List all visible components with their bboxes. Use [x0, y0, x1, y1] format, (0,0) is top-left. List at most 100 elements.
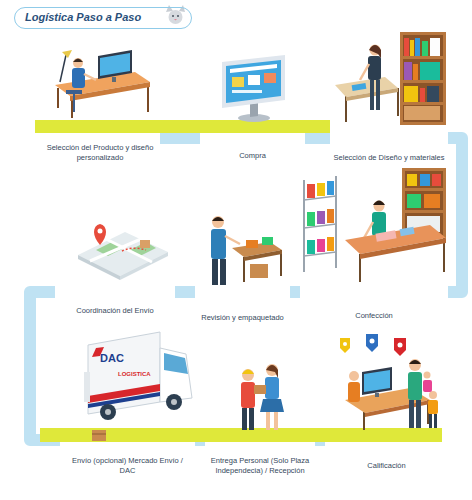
packing-illustration-part: [211, 229, 226, 259]
desk-illustration-part: [73, 59, 83, 63]
van-illustration-part: [92, 434, 106, 435]
van-illustration-part: [160, 348, 192, 402]
workshop-illustration-part: [317, 211, 325, 224]
workshop-illustration-part: [407, 194, 421, 208]
step-caption: Entrega Personal (Solo Plaza Independeci…: [205, 456, 315, 475]
design-illustration-part-part: [420, 62, 440, 80]
road-connector: [160, 132, 200, 144]
delivery-illustration-part: [242, 408, 247, 430]
delivery-illustration-part: [249, 408, 254, 430]
workshop-illustration-part: [335, 176, 337, 268]
workshop-illustration-part: [303, 180, 305, 272]
rating-illustration-part: [423, 380, 432, 392]
workshop-illustration-part: [307, 240, 315, 254]
cat-icon-part: [177, 15, 179, 17]
cat-icon-part: [169, 10, 183, 24]
lime-bar: [35, 120, 442, 442]
rating-illustration-part: [408, 372, 422, 400]
design-illustration-part: [403, 80, 443, 83]
desk-illustration-part: [71, 98, 73, 118]
workshop-illustration-part: [375, 230, 396, 241]
monitor-illustration: [222, 55, 285, 122]
delivery-illustration-part: [266, 365, 278, 378]
step-node: Coordinación del Envío: [55, 215, 175, 315]
map-illustration-part: [140, 240, 150, 248]
van-text: DAC: [100, 352, 124, 364]
rating-illustration-part: [362, 367, 392, 395]
design-illustration-part-part: [420, 88, 425, 102]
packing-illustration-part: [212, 216, 224, 228]
step-caption: Revisión y empaquetado: [199, 313, 286, 322]
delivery-illustration-part: [265, 377, 279, 399]
rating-illustration-part: [366, 334, 378, 352]
monitor-illustration-part: [232, 90, 262, 93]
packing-illustration-part: [244, 250, 282, 261]
rating-illustration-part: [416, 400, 421, 428]
delivery-illustration-part: [254, 385, 266, 394]
van-illustration-part: [105, 409, 111, 415]
van-illustration-part: [92, 430, 106, 441]
desk-illustration-part: [73, 94, 75, 112]
step-caption: Compra: [237, 151, 268, 160]
cat-icon-part: [172, 15, 174, 17]
workshop-illustration-part: [405, 210, 443, 213]
step-caption: Envío (opcional) Mercado Envío / DAC: [70, 456, 186, 475]
design-illustration-part: [368, 56, 381, 80]
design-illustration-part-part: [410, 40, 414, 56]
rating-illustration-part: [429, 414, 432, 428]
workshop-illustration-part: [360, 238, 446, 259]
workshop-illustration-part: [405, 171, 443, 235]
map-illustration: [78, 224, 168, 280]
design-illustration-part-part: [404, 86, 418, 102]
design-illustration-part-part: [404, 62, 412, 80]
packing-illustration-part: [225, 236, 240, 244]
step-node: Selección del Producto y diseño personal…: [40, 30, 160, 162]
design-illustration: [335, 32, 446, 125]
workshop-illustration-part: [307, 184, 315, 198]
rating-illustration-part: [349, 371, 359, 381]
packing-illustration-part: [212, 259, 218, 285]
rating-illustration-part: [394, 338, 406, 356]
design-illustration-part-part: [422, 41, 428, 56]
design-illustration-part: [400, 32, 446, 125]
lime-bar-part: [40, 428, 442, 442]
delivery-illustration: [241, 364, 284, 430]
desk-illustration-part: [57, 88, 59, 108]
design-illustration-part-part: [413, 64, 418, 80]
step-caption: Confección: [353, 311, 395, 320]
design-illustration-part: [360, 64, 369, 80]
rating-illustration-part: [429, 391, 437, 399]
rating-illustration-part: [428, 400, 438, 414]
design-illustration-part: [376, 80, 380, 110]
step-caption: Selección del Producto y diseño personal…: [42, 143, 158, 162]
rating-illustration-part: [340, 338, 350, 353]
workshop-illustration-part: [317, 239, 325, 252]
rating-illustration-part: [375, 393, 379, 397]
step-caption: Selección de Diseño y materiales: [332, 153, 447, 162]
packing-illustration-part: [220, 259, 226, 285]
step-node: Compra: [200, 50, 305, 160]
monitor-illustration-part: [232, 77, 244, 87]
step-node: Envío (opcional) Mercado Envío / DAC: [60, 325, 195, 475]
desk-illustration-part: [100, 53, 130, 76]
design-illustration-part-part: [430, 38, 440, 56]
road-connector: [305, 132, 330, 144]
step-node: Calificación: [325, 330, 448, 470]
van-illustration-part: [171, 399, 177, 405]
desk-illustration-part: [147, 84, 149, 112]
rating-illustration-part: [409, 359, 421, 371]
road-connector: [175, 286, 195, 298]
step-node: Confección: [300, 165, 448, 320]
van-illustration-part: [84, 372, 90, 402]
monitor-illustration-part: [248, 75, 260, 85]
design-illustration-part: [397, 88, 399, 116]
diagram-title: Logística Paso a Paso: [15, 8, 191, 23]
road-connector: [30, 292, 60, 440]
delivery-illustration-part: [242, 370, 254, 375]
map-illustration-part: [98, 229, 103, 234]
desk-illustration-part: [62, 50, 72, 58]
rating-illustration-part: [343, 342, 347, 346]
rating-illustration-part: [364, 370, 390, 392]
design-illustration-part-part: [427, 86, 439, 102]
